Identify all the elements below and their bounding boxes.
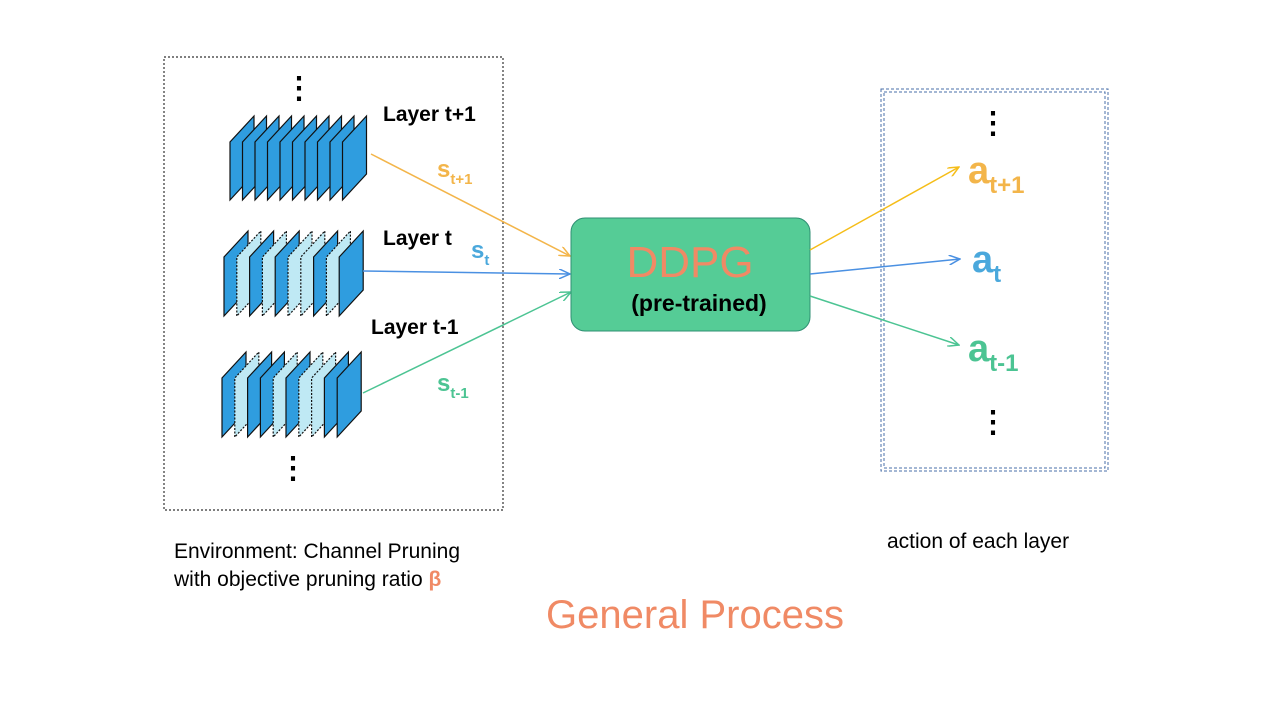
state-arrow-t — [362, 271, 570, 274]
ddpg-title: DDPG — [626, 238, 753, 287]
state-arrow-t-plus-1 — [370, 153, 570, 256]
environment-ellipsis-bottom: ⋮ — [278, 452, 308, 485]
layer-label-t: Layer t — [383, 227, 452, 250]
page-title: General Process — [546, 593, 844, 637]
state-label-t-minus-1: st-1 — [437, 370, 469, 402]
action-arrow-t-minus-1 — [809, 295, 959, 345]
state-label-t-plus-1: st+1 — [437, 156, 472, 188]
state-arrow-t-minus-1 — [362, 292, 571, 394]
action-ellipsis-top: ⋮ — [978, 107, 1008, 140]
layer-label-t-plus-1: Layer t+1 — [383, 103, 476, 126]
action-arrow-t — [809, 259, 960, 275]
environment-ellipsis-top: ⋮ — [284, 72, 314, 105]
ddpg-subtitle: (pre-trained) — [631, 290, 766, 316]
action-arrow-t-plus-1 — [809, 167, 959, 251]
layer-t-minus-1-channels — [221, 350, 362, 439]
state-label-t: st — [471, 237, 489, 269]
channel — [336, 350, 362, 439]
action-label-t-minus-1: at-1 — [968, 328, 1018, 377]
environment-caption: Environment: Channel Pruning with object… — [174, 538, 460, 594]
layer-t-plus-1-channels — [229, 114, 368, 202]
action-box — [880, 88, 1109, 472]
environment-caption-line2: with objective pruning ratio β — [174, 568, 442, 591]
channel — [338, 229, 364, 318]
environment-caption-line1: Environment: Channel Pruning — [174, 540, 461, 563]
channel — [341, 114, 368, 202]
beta-symbol: β — [428, 568, 442, 591]
action-ellipsis-bottom: ⋮ — [978, 406, 1008, 439]
action-label-t: at — [972, 239, 1001, 288]
layer-label-t-minus-1: Layer t-1 — [371, 316, 459, 339]
environment-box — [163, 56, 504, 511]
action-caption: action of each layer — [887, 530, 1070, 553]
action-label-t-plus-1: at+1 — [968, 150, 1025, 199]
layer-t-channels — [223, 229, 364, 318]
ddpg-box — [570, 217, 811, 332]
